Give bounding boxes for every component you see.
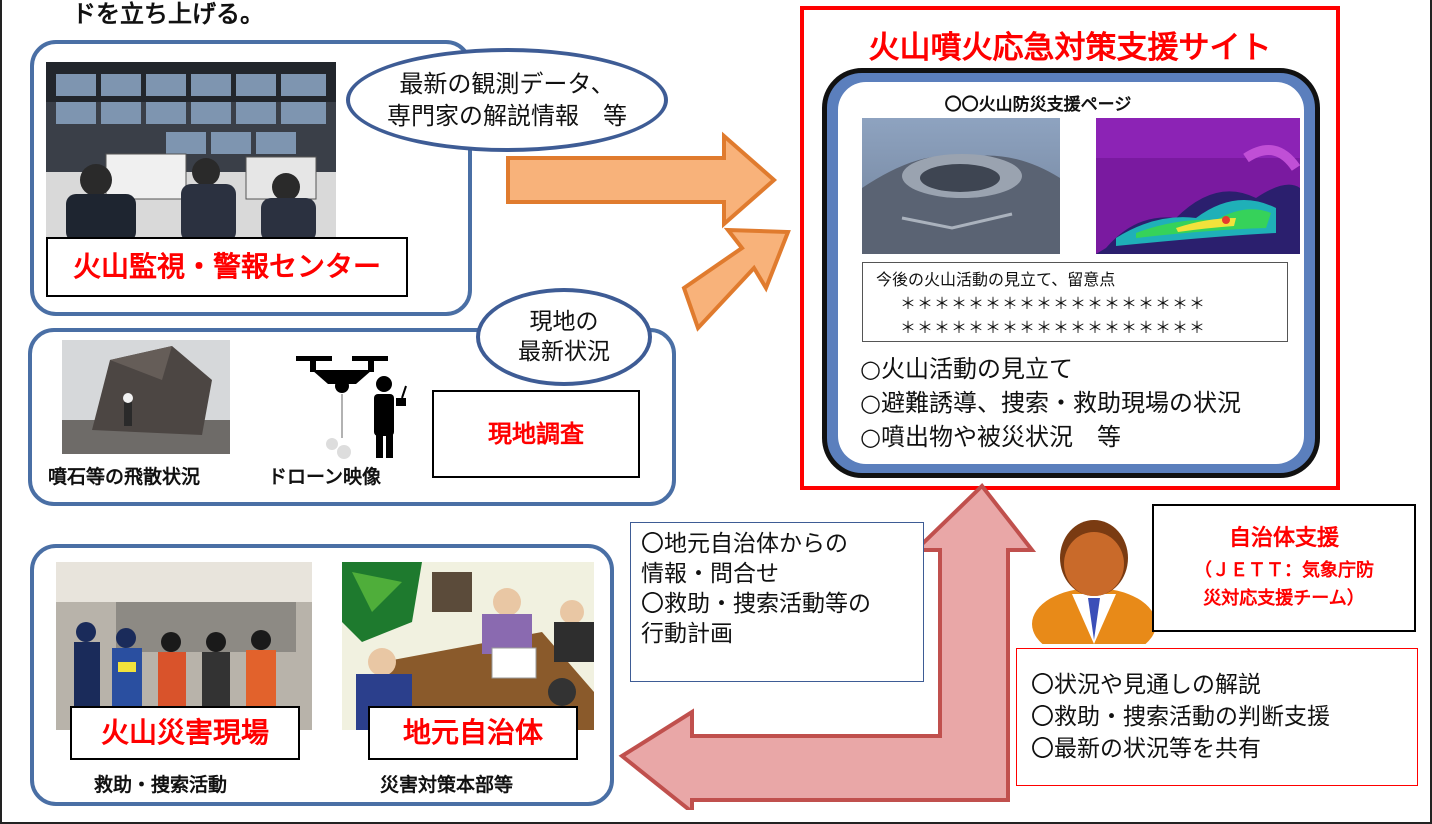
- drone-caption: ドローン映像: [268, 466, 382, 488]
- top-text: ドを立ち上げる。: [72, 0, 264, 28]
- bubble-line: 現地の: [529, 309, 599, 335]
- thermal-image: [1096, 118, 1300, 254]
- local-gov-label: 地元自治体: [368, 706, 578, 760]
- outlook-heading: 今後の火山活動の見立て、留意点: [876, 270, 1116, 289]
- observation-center-label: 火山監視・警報センター: [46, 237, 408, 297]
- monitoring-room-photo: [46, 62, 336, 242]
- bubble-line: 最新状況: [518, 339, 610, 365]
- jett-subtitle-2: 災対応支援チーム）: [1203, 588, 1365, 609]
- volcanic-rock-photo: [62, 340, 230, 454]
- support-items-box: 〇状況や見通しの解説 〇救助・捜索活動の判断支援 〇最新の状況等を共有: [1016, 648, 1418, 786]
- site-item: ○避難誘導、捜索・救助現場の状況: [860, 389, 1241, 417]
- site-item: ○火山活動の見立て: [860, 355, 1073, 383]
- local-info-box: 〇地元自治体からの 情報・問合せ 〇救助・捜索活動等の 行動計画: [630, 522, 924, 682]
- local-info-line: 情報・問合せ: [641, 561, 779, 587]
- local-gov-office-clipart: [342, 562, 594, 730]
- field-survey-label: 現地調査: [432, 390, 640, 478]
- local-info-line: 〇救助・捜索活動等の: [641, 591, 871, 617]
- local-info-line: 〇地元自治体からの: [641, 531, 848, 557]
- rock-caption: 噴石等の飛散状況: [48, 466, 201, 488]
- bubble-line: 専門家の解説情報 等: [387, 102, 627, 130]
- jett-subtitle-1: （ＪＥＴＴ：気象庁防: [1194, 560, 1374, 581]
- jett-title: 自治体支援: [1228, 526, 1339, 551]
- drone-icon: [292, 348, 418, 460]
- outlook-stars-line2: ＊＊＊＊＊＊＊＊＊＊＊＊＊＊＊＊＊＊: [900, 318, 1207, 337]
- support-page-title: 〇〇火山防災支援ページ: [944, 95, 1132, 115]
- orange-arrows: [506, 131, 791, 332]
- staff-person-icon: [1028, 512, 1158, 660]
- field-status-bubble: 現地の 最新状況: [476, 288, 652, 386]
- site-item-list: ○火山活動の見立て ○避難誘導、捜索・救助現場の状況 ○噴出物や被災状況 等: [860, 352, 1241, 454]
- support-item: 〇状況や見通しの解説: [1031, 672, 1261, 698]
- jett-box: [1152, 504, 1416, 632]
- site-item: ○噴出物や被災状況 等: [860, 423, 1121, 451]
- support-item: 〇最新の状況等を共有: [1031, 736, 1261, 762]
- support-site-title: 火山噴火応急対策支援サイト: [868, 30, 1272, 66]
- outlook-stars-line1: ＊＊＊＊＊＊＊＊＊＊＊＊＊＊＊＊＊＊: [900, 294, 1207, 313]
- outlook-box: [862, 262, 1288, 342]
- latest-data-bubble: 最新の観測データ、 専門家の解説情報 等: [346, 48, 668, 152]
- pink-arrow: [618, 483, 1037, 810]
- bubble-line: 最新の観測データ、: [399, 70, 615, 98]
- crater-photo: [862, 118, 1060, 254]
- arrow-to-site-lower: [681, 227, 791, 332]
- disaster-site-caption: 救助・捜索活動: [94, 774, 228, 796]
- arrow-to-site-upper: [506, 131, 778, 229]
- disaster-site-label: 火山災害現場: [70, 706, 300, 760]
- rescue-site-photo: [56, 562, 312, 730]
- local-info-line: 行動計画: [641, 621, 733, 647]
- support-item: 〇救助・捜索活動の判断支援: [1031, 704, 1330, 730]
- local-gov-caption: 災害対策本部等: [380, 774, 514, 796]
